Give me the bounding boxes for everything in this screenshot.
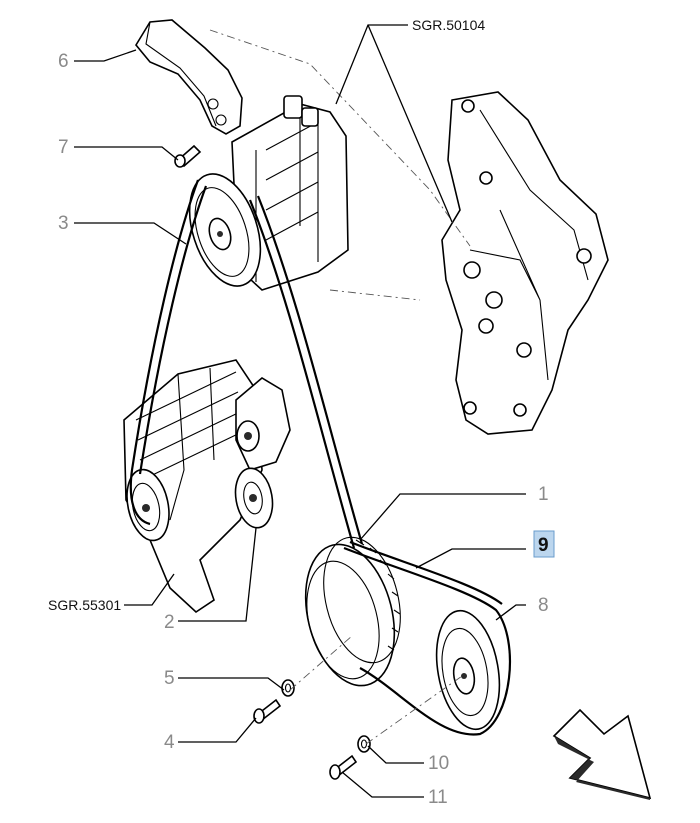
callout-2[interactable]: 2: [164, 612, 175, 633]
part-2-tensioner[interactable]: [231, 377, 291, 531]
part-10-washer[interactable]: [357, 735, 371, 753]
compressor-pulley[interactable]: [177, 165, 274, 295]
part-7-bolt[interactable]: [174, 144, 202, 168]
part-9-poly-v-belt[interactable]: [343, 540, 512, 736]
callout-11[interactable]: 11: [428, 787, 448, 808]
arrow-down-right-icon: [552, 708, 652, 800]
part-3-v-belt[interactable]: [129, 179, 364, 549]
part-4-bolt[interactable]: [253, 698, 282, 724]
callout-8[interactable]: 8: [538, 595, 549, 616]
callout-9-highlight: [533, 530, 555, 558]
leader-lines: [74, 24, 526, 798]
part-1-crank-pulley[interactable]: [292, 529, 413, 695]
part-6-belt-guard[interactable]: [135, 19, 243, 135]
engine-mount-bracket[interactable]: [441, 91, 609, 435]
part-5-washer[interactable]: [281, 679, 295, 697]
alternator[interactable]: [121, 359, 263, 614]
ref-label-sgr-left[interactable]: SGR.55301: [48, 597, 121, 613]
callout-1[interactable]: 1: [538, 484, 549, 505]
callout-10[interactable]: 10: [428, 753, 449, 774]
callout-4[interactable]: 4: [164, 732, 175, 753]
callout-9[interactable]: 9: [538, 535, 549, 556]
part-8-aux-pulley[interactable]: [428, 606, 508, 735]
callout-5[interactable]: 5: [164, 668, 175, 689]
callout-3[interactable]: 3: [58, 213, 69, 234]
ref-label-sgr-top[interactable]: SGR.50104: [412, 17, 485, 33]
callout-7[interactable]: 7: [58, 137, 69, 158]
callout-6[interactable]: 6: [58, 51, 69, 72]
assembly-axis-lines: [209, 29, 471, 745]
part-11-bolt[interactable]: [329, 754, 358, 780]
